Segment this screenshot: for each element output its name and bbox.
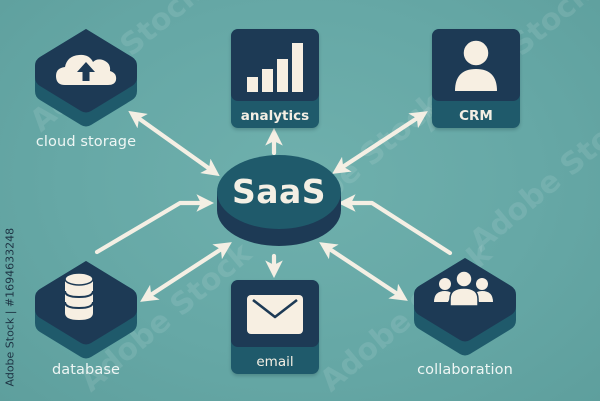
arrow-database-hub-elbow bbox=[94, 194, 215, 255]
cloud-upload-icon bbox=[56, 54, 117, 85]
node-collaboration: collaboration bbox=[410, 254, 520, 378]
node-label-analytics: analytics bbox=[240, 108, 310, 124]
arrow-hub-collaboration bbox=[319, 242, 408, 301]
arrow-crm-hub bbox=[332, 111, 428, 174]
node-cloud-storage: cloud storage bbox=[31, 25, 141, 150]
node-label-cloud-storage: cloud storage bbox=[35, 134, 137, 150]
node-database: database bbox=[31, 257, 141, 378]
hub-saas: SaaS bbox=[213, 152, 345, 248]
watermark-side-text: Adobe Stock | #1694633248 bbox=[3, 227, 17, 387]
node-label-crm: CRM bbox=[459, 108, 493, 124]
database-icon bbox=[64, 272, 94, 320]
arrow-collaboration-hub-elbow bbox=[337, 194, 453, 256]
envelope-icon bbox=[247, 295, 303, 334]
arrow-cloud-storage-hub bbox=[128, 110, 220, 177]
node-label-collaboration: collaboration bbox=[417, 362, 513, 378]
node-analytics: analytics bbox=[231, 29, 319, 128]
node-email: email bbox=[231, 280, 319, 374]
user-icon bbox=[455, 39, 497, 91]
bar-chart-icon bbox=[247, 43, 303, 92]
node-crm: CRM bbox=[432, 29, 520, 128]
team-icon bbox=[434, 270, 493, 307]
hub-label: SaaS bbox=[231, 172, 327, 211]
node-label-email: email bbox=[256, 354, 294, 370]
arrow-database-hub bbox=[140, 242, 232, 302]
node-label-database: database bbox=[51, 362, 121, 378]
